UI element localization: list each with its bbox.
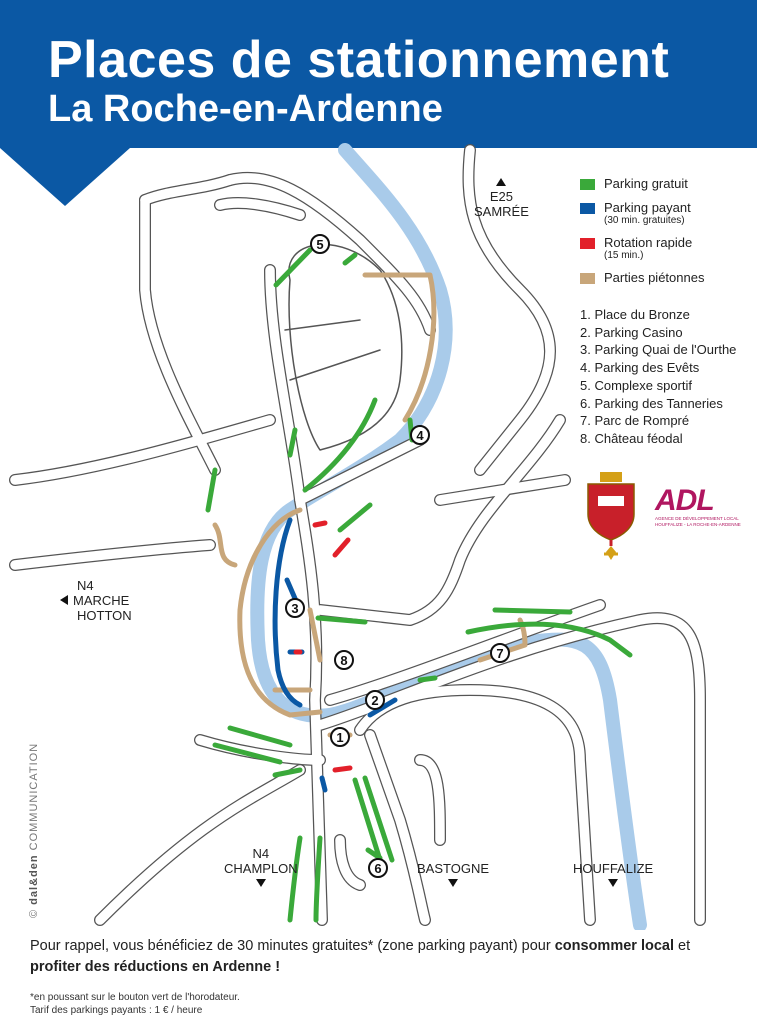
legend-paid: Parking payant (30 min. gratuites): [580, 200, 750, 226]
header-banner-tip: [0, 148, 130, 206]
place-item: 7. Parc de Rompré: [580, 413, 690, 429]
marker-6: [368, 858, 388, 878]
page-title: Places de stationnement: [48, 31, 670, 89]
rotation-parking: [293, 520, 353, 773]
places-list: 1. Place du Bronze 2. Parking Casino 3. …: [580, 306, 736, 448]
marker-label-5: 5: [316, 237, 323, 252]
marker-label-2: 2: [371, 693, 378, 708]
page-subtitle: La Roche-en-Ardenne: [48, 88, 443, 130]
legend: Parking gratuit Parking payant (30 min. …: [580, 176, 750, 294]
legend-swatch-free: [580, 179, 595, 190]
marker-label-1: 1: [336, 730, 343, 745]
direction-houffalize: HOUFFALIZE: [573, 861, 653, 887]
marker-label-3: 3: [291, 601, 298, 616]
legend-rotation: Rotation rapide (15 min.): [580, 235, 750, 261]
direction-samree: E25 SAMRÉE: [474, 178, 529, 219]
marker-label-4: 4: [416, 428, 424, 443]
direction-bastogne: BASTOGNE: [417, 861, 489, 887]
legend-free: Parking gratuit: [580, 176, 750, 191]
place-item: 1. Place du Bronze: [580, 307, 690, 322]
legend-swatch-paid: [580, 203, 595, 214]
arrow-down-icon: [608, 879, 619, 887]
place-item: 4. Parking des Evêts: [580, 360, 700, 376]
place-item: 3. Parking Quai de l'Ourthe: [580, 342, 737, 358]
direction-marche: N4 MARCHE HOTTON: [60, 578, 132, 623]
direction-champlon: N4 CHAMPLON: [224, 846, 298, 887]
footer-text: Pour rappel, vous bénéficiez de 30 minut…: [30, 938, 691, 975]
header-banner: [0, 0, 757, 148]
arrow-down-icon: [448, 879, 458, 887]
river-ourthe: [250, 143, 647, 930]
arrow-up-icon: [496, 178, 507, 186]
marker-3: [285, 598, 305, 618]
place-item: 2. Parking Casino: [580, 324, 683, 340]
free-parking: [205, 247, 633, 923]
footer-note: *en poussant sur le bouton vert de l'hor…: [30, 992, 240, 1016]
marker-8: [334, 650, 354, 670]
arrow-left-icon: [60, 595, 68, 605]
town-map: 1 2 3 4 5 6 7 8: [9, 143, 706, 930]
marker-1: [330, 727, 350, 747]
place-item: 5. Complexe sportif: [580, 377, 692, 393]
legend-swatch-rotation: [580, 238, 595, 249]
place-markers: [285, 234, 510, 878]
marker-2: [365, 690, 385, 710]
road-network: [9, 144, 706, 926]
legend-pedestrian: Parties piétonnes: [580, 270, 750, 285]
marker-label-6: 6: [374, 861, 381, 876]
place-item: 6. Parking des Tanneries: [580, 395, 723, 411]
legend-swatch-pedestrian: [580, 273, 595, 284]
marker-label-8: 8: [340, 653, 347, 668]
marker-label-7: 7: [496, 646, 503, 661]
arrow-down-icon: [255, 879, 266, 887]
town-crest-logo: [587, 472, 635, 560]
place-item: 8. Château féodal: [580, 430, 683, 446]
adl-logo: ADL AGENCE DE DÉVELOPPEMENT LOCAL HOUFFA…: [655, 484, 741, 528]
marker-5: [310, 234, 330, 254]
marker-7: [490, 643, 510, 663]
marker-4: [410, 425, 430, 445]
credit-text: © dal&den COMMUNICATION: [28, 742, 40, 918]
